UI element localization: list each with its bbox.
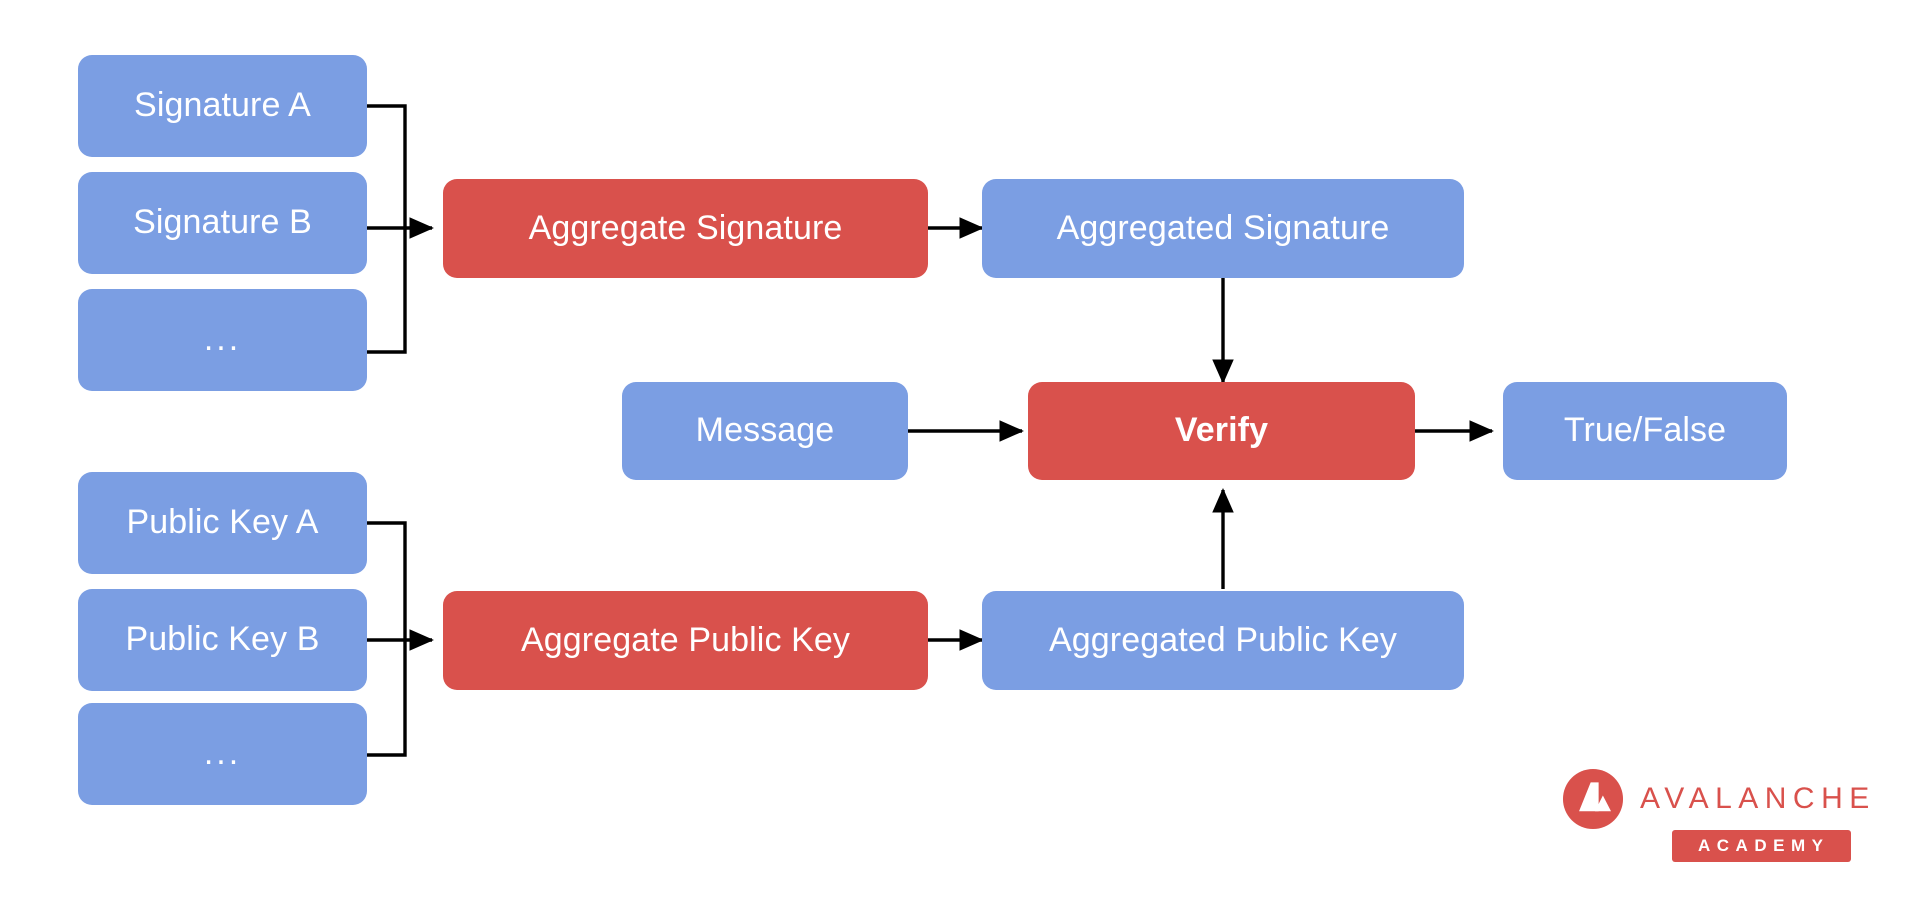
node-signature-a[interactable]: Signature A	[78, 55, 367, 157]
academy-badge: ACADEMY	[1672, 830, 1852, 862]
node-true-false[interactable]: True/False	[1503, 382, 1787, 480]
node-public-key-more[interactable]: ...	[78, 703, 367, 805]
avalanche-academy-logo: AVALANCHE ACADEMY	[1562, 768, 1892, 864]
node-aggregated-signature[interactable]: Aggregated Signature	[982, 179, 1464, 278]
node-signature-b[interactable]: Signature B	[78, 172, 367, 274]
node-aggregate-signature[interactable]: Aggregate Signature	[443, 179, 928, 278]
logo-wordmark: AVALANCHE	[1640, 782, 1876, 815]
edge-signature-more	[367, 228, 407, 354]
avalanche-logo-mark	[1562, 768, 1624, 830]
node-aggregated-public-key[interactable]: Aggregated Public Key	[982, 591, 1464, 690]
edge-public-key-more	[367, 640, 407, 757]
node-public-key-a[interactable]: Public Key A	[78, 472, 367, 574]
node-message[interactable]: Message	[622, 382, 908, 480]
node-public-key-b[interactable]: Public Key B	[78, 589, 367, 691]
node-aggregate-public-key[interactable]: Aggregate Public Key	[443, 591, 928, 690]
logo-row: AVALANCHE	[1562, 768, 1876, 830]
edge-signature-a	[367, 104, 407, 228]
node-verify[interactable]: Verify	[1028, 382, 1415, 480]
node-signature-more[interactable]: ...	[78, 289, 367, 391]
edge-public-key-a	[367, 521, 407, 640]
